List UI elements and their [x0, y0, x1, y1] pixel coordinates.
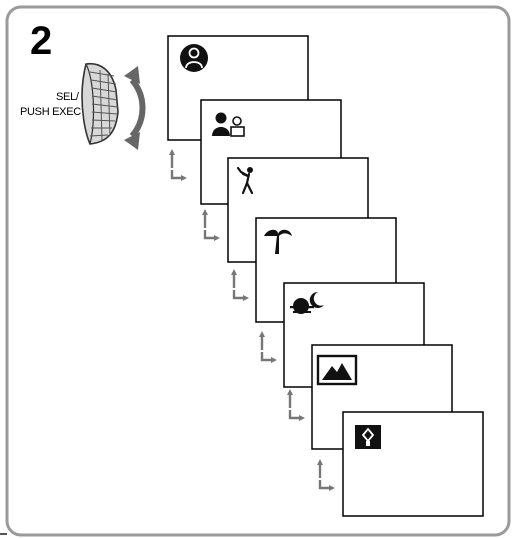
nav-arrow-5 [287, 389, 305, 421]
navigation-arrows [169, 149, 335, 491]
nav-arrow-2 [202, 209, 220, 241]
sunset-moon-icon [290, 291, 324, 314]
nav-arrow-6 [317, 459, 335, 491]
step-number: 2 [30, 19, 52, 63]
dial-label-sel: SEL/ [56, 91, 80, 103]
auto-person-icon [180, 44, 208, 72]
nav-arrow-1 [169, 149, 187, 181]
nav-arrow-3 [231, 269, 249, 301]
landscape-mountain-icon [316, 354, 358, 386]
sports-golfer-icon [236, 166, 254, 195]
control-dial-icon [81, 62, 119, 145]
portrait-icon [212, 112, 245, 137]
rotate-arrow-icon [124, 66, 146, 150]
spotlight-icon [355, 425, 381, 449]
dial-label-push-exec: PUSH EXEC [20, 106, 81, 118]
beach-palm-icon [264, 229, 292, 254]
nav-arrow-4 [259, 331, 277, 363]
